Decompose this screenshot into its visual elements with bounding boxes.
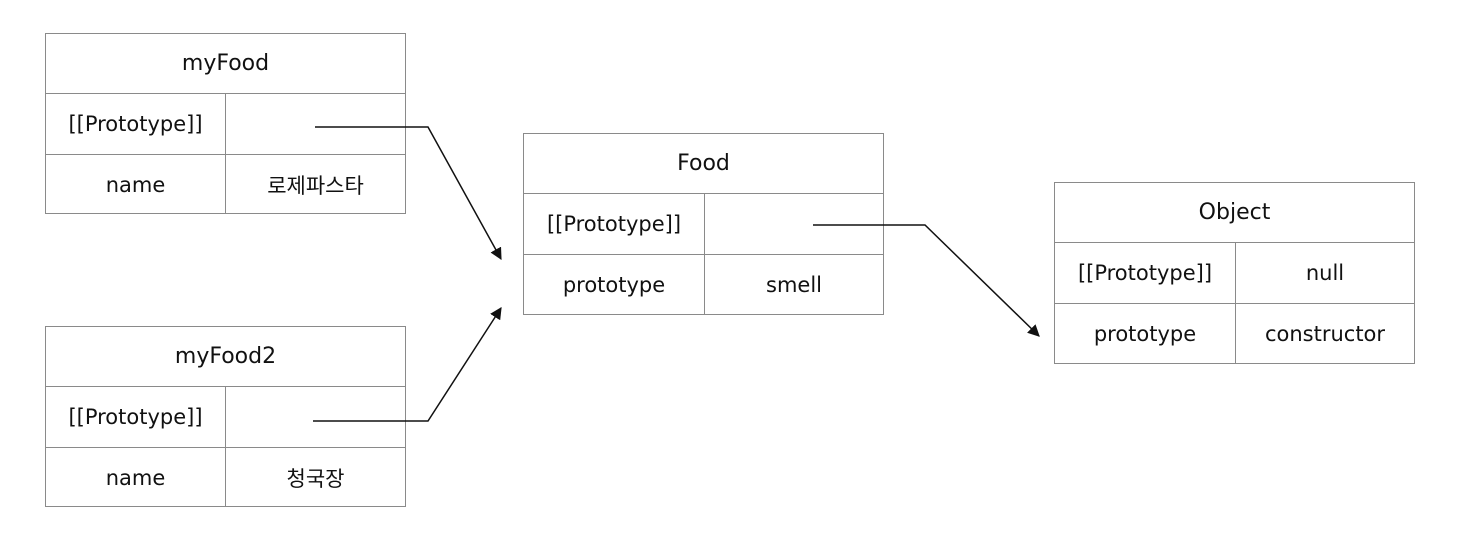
- food-prototype-key: prototype: [524, 255, 705, 314]
- food-prototype-prop-row: prototype smell: [524, 254, 883, 314]
- myfood2-box: myFood2 [[Prototype]] name 청국장: [45, 326, 406, 507]
- food-title: Food: [524, 134, 883, 194]
- myfood2-name-value: 청국장: [286, 466, 345, 491]
- object-prototype-value: constructor: [1264, 321, 1386, 346]
- food-internal-prototype-key: [[Prototype]]: [524, 194, 705, 254]
- object-prototype-row: [[Prototype]] null: [1055, 243, 1414, 303]
- myfood2-prototype-row: [[Prototype]]: [46, 387, 405, 447]
- myfood2-title: myFood2: [46, 327, 405, 387]
- object-internal-prototype-key: [[Prototype]]: [1055, 243, 1236, 303]
- food-internal-prototype-value: [705, 194, 883, 254]
- myfood2-prototype-key: [[Prototype]]: [46, 387, 226, 447]
- myfood-box: myFood [[Prototype]] name 로제파스타: [45, 33, 406, 214]
- myfood-name-key: name: [46, 155, 226, 214]
- myfood-prototype-value: [226, 94, 405, 154]
- myfood2-name-row: name 청국장: [46, 447, 405, 507]
- myfood-name-row: name 로제파스타: [46, 154, 405, 214]
- myfood2-prototype-value: [226, 387, 405, 447]
- food-prototype-row: [[Prototype]]: [524, 194, 883, 254]
- object-prototype-prop-row: prototype constructor: [1055, 303, 1414, 363]
- myfood2-name-key: name: [46, 448, 226, 507]
- object-internal-prototype-value: null: [1305, 261, 1345, 285]
- food-prototype-value: smell: [766, 272, 822, 297]
- food-box: Food [[Prototype]] prototype smell: [523, 133, 884, 315]
- object-box: Object [[Prototype]] null prototype cons…: [1054, 182, 1415, 364]
- object-prototype-key: prototype: [1055, 304, 1236, 363]
- myfood-prototype-key: [[Prototype]]: [46, 94, 226, 154]
- myfood-name-value: 로제파스타: [267, 173, 364, 198]
- myfood-prototype-row: [[Prototype]]: [46, 94, 405, 154]
- object-title: Object: [1055, 183, 1414, 243]
- myfood-title: myFood: [46, 34, 405, 94]
